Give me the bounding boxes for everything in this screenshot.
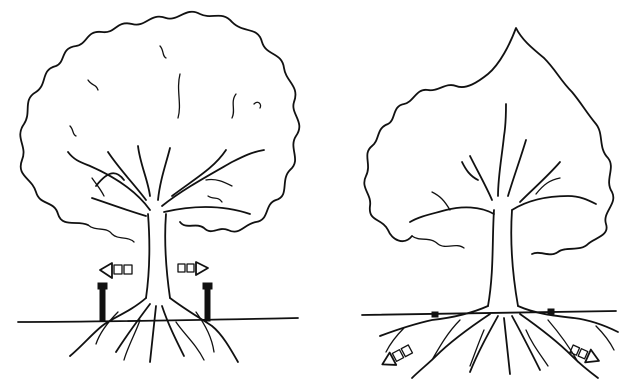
ground-line-icon	[18, 318, 298, 322]
arrow-left-icon	[100, 263, 132, 278]
canopy-lower-edge	[412, 236, 464, 248]
tree-canopy-icon	[364, 28, 613, 254]
tree-trunk-icon	[165, 214, 170, 298]
tree-trunk-icon	[146, 214, 149, 298]
canopy-lower-edge	[88, 225, 134, 242]
canopy-detail	[208, 196, 222, 202]
canopy-detail	[160, 46, 166, 58]
root-system-icon	[70, 298, 238, 362]
right-panel	[362, 28, 618, 378]
barrier-stake-icon	[98, 283, 107, 321]
arrow-down-left-icon	[379, 343, 414, 370]
root-system-icon	[380, 306, 618, 378]
left-panel	[18, 12, 299, 362]
canopy-detail	[254, 102, 261, 108]
canopy-detail	[88, 80, 98, 90]
tree-trunk-icon	[488, 210, 494, 306]
tree-canopy-icon	[20, 12, 299, 232]
ground-marker	[432, 312, 438, 317]
arrow-right-icon	[178, 262, 208, 275]
canopy-detail	[70, 126, 76, 136]
canopy-detail	[178, 74, 180, 118]
tree-trunk-icon	[511, 210, 518, 306]
branches	[410, 104, 596, 222]
ground-marker	[548, 309, 554, 314]
barrier-stake-icon	[203, 283, 212, 321]
branches	[68, 146, 264, 216]
canopy-detail	[232, 94, 236, 118]
